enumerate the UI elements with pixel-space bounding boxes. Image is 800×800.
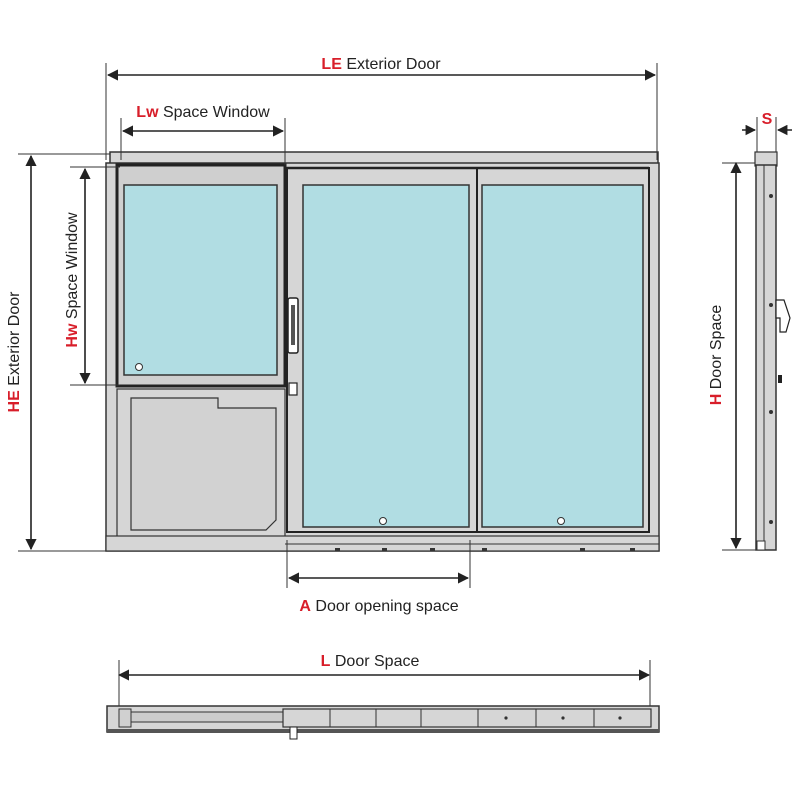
side-profile <box>755 164 777 551</box>
side-handle <box>775 299 791 333</box>
plan-view <box>106 660 660 740</box>
le-label: LE Exterior Door <box>321 56 441 73</box>
hw-label: Hw Space Window <box>64 212 81 348</box>
track-notches <box>335 548 635 551</box>
front-view <box>105 151 660 552</box>
fixed-door-glass <box>481 184 644 528</box>
top-rail <box>109 151 659 165</box>
fixed-lock-icon <box>557 517 565 525</box>
l-label: L Door Space <box>321 653 420 670</box>
side-view <box>722 117 792 551</box>
sliding-door-glass <box>302 184 470 528</box>
door-lock-icon <box>379 517 387 525</box>
h-label: H Door Space <box>708 305 725 406</box>
lower-panel <box>130 397 277 531</box>
he-label: HE Exterior Door <box>6 291 23 413</box>
plan-handle <box>289 726 298 740</box>
window-lock-icon <box>135 363 143 371</box>
window-glass <box>123 184 278 376</box>
a-label: A Door opening space <box>299 598 458 615</box>
s-label: S <box>762 111 773 128</box>
dimension-arrows <box>25 69 742 681</box>
door-latch <box>288 382 298 396</box>
side-profile-head <box>754 151 778 167</box>
lw-label: Lw Space Window <box>136 104 270 121</box>
